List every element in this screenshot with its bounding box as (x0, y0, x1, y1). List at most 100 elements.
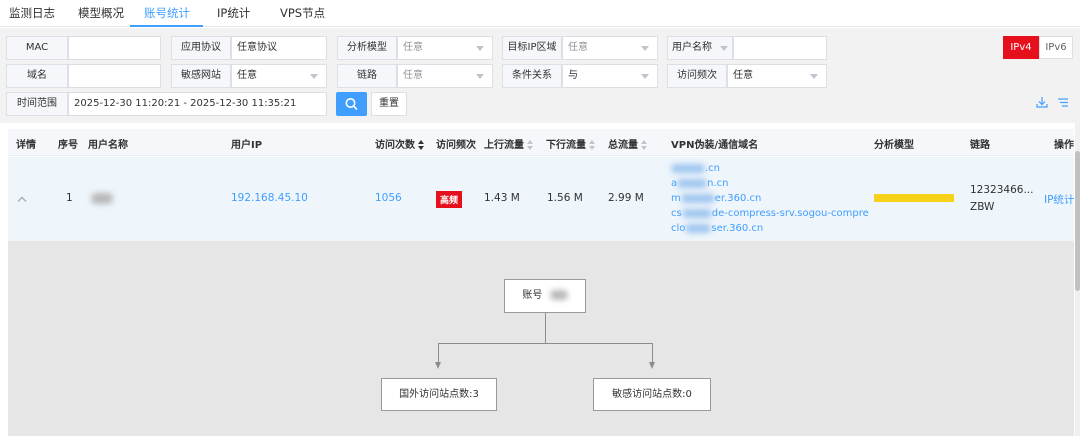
account-root-label: 账号 (522, 290, 543, 301)
domain-blur (685, 223, 712, 233)
analysis-model-value: 任意 (403, 42, 423, 53)
tab-account-stats[interactable]: 账号统计 (144, 6, 190, 20)
account-table: 详情 序号 用户名称 用户IP 访问次数 访问频次 上行流量 下行流量 总流量 … (0, 123, 1080, 436)
visit-frequency-value: 任意 (733, 70, 753, 81)
domain-blur (681, 208, 712, 218)
target-ip-region-value: 任意 (568, 42, 588, 53)
domain-item[interactable]: m er.360.cn (671, 191, 871, 206)
column-header-visit-count[interactable]: 访问次数 (375, 136, 425, 151)
downstream-header-label: 下行流量 (546, 140, 586, 151)
domain-input[interactable] (68, 64, 161, 88)
domain-item[interactable]: .cn (671, 161, 871, 176)
sort-icon[interactable] (418, 140, 425, 150)
condition-select[interactable]: 与 (562, 64, 658, 88)
domain-label: 域名 (6, 64, 68, 88)
connector-line (438, 343, 439, 363)
column-header-downstream[interactable]: 下行流量 (546, 136, 596, 151)
connector-line (545, 313, 546, 343)
column-header-analysis-model: 分析模型 (874, 140, 914, 151)
domain-suffix: er.360.cn (714, 193, 762, 204)
app-protocol-select[interactable]: 任意协议 (231, 36, 327, 60)
domain-suffix: de-compress-srv.sogou-compre (711, 208, 869, 219)
analysis-model-select[interactable]: 任意 (397, 36, 493, 60)
condition-label: 条件关系 (502, 64, 562, 88)
domain-blur (671, 163, 705, 173)
scrollbar-thumb[interactable] (1075, 151, 1080, 291)
tab-monitor-log[interactable]: 监测日志 (9, 6, 55, 20)
vpn-domain-list: .cn a n.cn m er.360.cn cs de-compress-srv.s… (671, 161, 871, 236)
username-select[interactable]: 用户名称 (667, 36, 733, 60)
domain-item[interactable]: a n.cn (671, 176, 871, 191)
link-select[interactable]: 任意 (397, 64, 493, 88)
target-ip-region-select[interactable]: 任意 (562, 36, 658, 60)
account-root-node[interactable]: 账号 (504, 279, 586, 313)
column-header-action: 操作 (1054, 140, 1074, 151)
chevron-down-icon (476, 46, 484, 51)
domain-prefix: m (671, 193, 681, 204)
connector-line (438, 343, 652, 344)
domain-suffix: ser.360.cn (711, 223, 764, 234)
visit-frequency-select[interactable]: 任意 (727, 64, 827, 88)
condition-value: 与 (568, 70, 578, 81)
table-row: 1 192.168.45.10 1056 高频 1.43 M 1.56 M 2.… (8, 157, 1074, 241)
analysis-model-label: 分析模型 (337, 36, 397, 60)
ip-stats-link[interactable]: IP统计 (1044, 194, 1074, 206)
chevron-down-icon (720, 46, 728, 51)
domain-prefix: clo (671, 223, 686, 234)
search-button[interactable] (336, 92, 367, 116)
foreign-sites-node[interactable]: 国外访问站点数:3 (381, 378, 497, 411)
column-header-vpn-domain: VPN伪装/通信域名 (671, 140, 759, 151)
tab-vps-nodes[interactable]: VPS节点 (280, 6, 326, 20)
visit-count-link[interactable]: 1056 (375, 192, 402, 204)
visit-frequency-label: 访问频次 (667, 64, 727, 88)
domain-item[interactable]: clo ser.360.cn (671, 221, 871, 236)
column-header-user-ip: 用户IP (231, 140, 263, 151)
analysis-model-bar (874, 194, 954, 202)
link-value-line1: 12323466... (970, 184, 1034, 196)
domain-item[interactable]: cs de-compress-srv.sogou-compre (671, 206, 871, 221)
chevron-up-icon[interactable] (16, 195, 28, 203)
mac-input[interactable] (68, 36, 161, 60)
upstream-value: 1.43 M (484, 192, 520, 204)
domain-blur (680, 193, 715, 203)
tab-ip-stats[interactable]: IP统计 (217, 6, 251, 20)
row-index: 1 (66, 192, 73, 204)
downstream-value: 1.56 M (547, 192, 583, 204)
column-filter-icon[interactable] (1055, 94, 1071, 110)
user-ip-link[interactable]: 192.168.45.10 (231, 192, 308, 204)
total-header-label: 总流量 (608, 140, 638, 151)
active-tab-indicator (130, 25, 203, 27)
chevron-down-icon (641, 74, 649, 79)
time-range-picker[interactable]: 2025-12-30 11:20:21 - 2025-12-30 11:35:2… (68, 92, 327, 116)
domain-suffix: n.cn (707, 178, 729, 189)
sort-icon[interactable] (641, 140, 648, 150)
domain-blur (677, 178, 708, 188)
account-name-blurred (549, 290, 568, 300)
username-input[interactable] (733, 36, 827, 60)
download-icon[interactable] (1034, 94, 1050, 110)
sensitive-site-value: 任意 (237, 70, 257, 81)
link-value-line2: ZBW (970, 201, 995, 213)
domain-prefix: cs (671, 208, 682, 219)
time-range-label: 时间范围 (6, 92, 68, 116)
column-header-total[interactable]: 总流量 (608, 136, 648, 151)
table-header: 详情 序号 用户名称 用户IP 访问次数 访问频次 上行流量 下行流量 总流量 … (8, 129, 1074, 156)
ipv6-button[interactable]: IPv6 (1039, 36, 1073, 59)
arrow-down-icon (649, 362, 655, 369)
column-header-frequency: 访问频次 (436, 140, 476, 151)
column-header-upstream[interactable]: 上行流量 (484, 136, 534, 151)
sort-icon[interactable] (589, 140, 596, 150)
sensitive-site-select[interactable]: 任意 (231, 64, 327, 88)
chevron-down-icon (810, 74, 818, 79)
sensitive-sites-node[interactable]: 敏感访问站点数:0 (593, 378, 711, 411)
reset-button[interactable]: 重置 (371, 92, 407, 116)
filter-panel: MAC 应用协议 任意协议 分析模型 任意 目标IP区域 任意 用户名称 IPv… (0, 28, 1080, 123)
tab-model-overview[interactable]: 模型概况 (78, 6, 124, 20)
sensitive-site-label: 敏感网站 (171, 64, 231, 88)
app-protocol-label: 应用协议 (171, 36, 231, 60)
connector-line (652, 343, 653, 363)
vertical-scrollbar[interactable] (1075, 123, 1080, 436)
ipv4-button[interactable]: IPv4 (1003, 36, 1039, 59)
domain-prefix: a (671, 178, 678, 189)
sort-icon[interactable] (527, 140, 534, 150)
